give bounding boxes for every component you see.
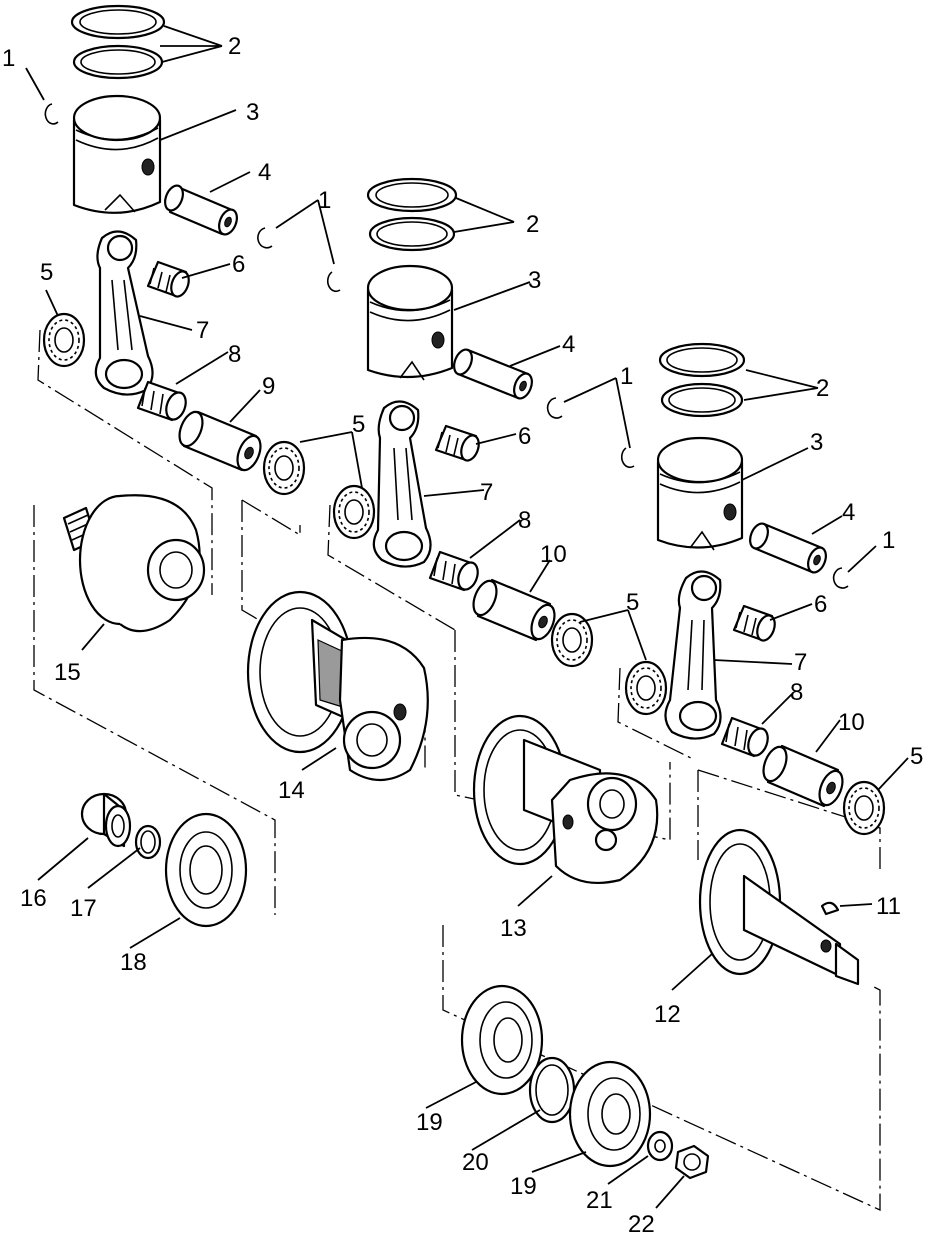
crank-pin-10-2 <box>762 744 844 808</box>
callout-label: 10 <box>540 541 567 568</box>
needle-bearing-8-3 <box>720 716 769 758</box>
callout-label: 2 <box>526 211 539 238</box>
circlip-2b <box>546 397 563 419</box>
callout-label: 20 <box>462 1149 489 1176</box>
assembly-centerlines <box>33 329 881 1212</box>
needle-bearing-8-1 <box>136 380 187 422</box>
thrust-washer-5-5 <box>624 660 668 716</box>
callout-label: 18 <box>120 949 147 976</box>
leader-lines <box>25 25 909 1209</box>
callout-label: 8 <box>228 341 241 368</box>
callout-label: 1 <box>882 527 895 554</box>
piston-pin-2 <box>453 348 533 400</box>
connecting-rod-2 <box>372 400 432 568</box>
woodruff-key-11 <box>820 901 840 916</box>
piston-3 <box>656 460 744 549</box>
piston-1 <box>72 118 162 214</box>
circlip-2a <box>327 271 341 293</box>
callout-label: 6 <box>814 591 827 618</box>
thrust-washer-5-3 <box>332 484 376 540</box>
bushing-16 <box>80 792 132 848</box>
ball-bearing-19-1 <box>460 984 544 1096</box>
piston-assembly-2 <box>327 177 594 668</box>
callout-label: 16 <box>20 885 47 912</box>
crank-pin-10-1 <box>472 578 556 642</box>
crank-pin-9 <box>178 410 262 472</box>
circlip-1b <box>257 227 273 249</box>
callout-label: 19 <box>416 1109 443 1136</box>
callout-label: 17 <box>70 895 97 922</box>
callout-label: 6 <box>518 423 531 450</box>
callout-label: 10 <box>838 709 865 736</box>
piston-assembly-1 <box>42 4 306 496</box>
piston-ring-2b <box>368 216 456 252</box>
callout-label: 1 <box>2 45 15 72</box>
snap-ring-17 <box>134 824 162 860</box>
needle-bearing-8-2 <box>428 550 479 592</box>
callout-label: 9 <box>262 373 275 400</box>
callout-label: 19 <box>510 1173 537 1200</box>
piston-ring-3a <box>658 342 746 378</box>
circlip-3b <box>832 567 849 589</box>
piston-assembly-3 <box>621 342 886 836</box>
callout-label: 22 <box>628 1211 655 1238</box>
callout-label: 15 <box>54 659 81 686</box>
callout-label: 7 <box>480 479 493 506</box>
callout-label: 3 <box>246 99 259 126</box>
callout-label: 2 <box>228 33 241 60</box>
callout-label: 12 <box>654 1001 681 1028</box>
callout-label: 5 <box>352 411 365 438</box>
thrust-washer-5-1 <box>42 312 86 368</box>
ball-bearing-19-2 <box>568 1060 652 1168</box>
callout-label: 5 <box>910 743 923 770</box>
thrust-washer-5-2 <box>262 440 306 496</box>
callout-label: 8 <box>790 679 803 706</box>
needle-bearing-6-1 <box>146 260 190 298</box>
callout-label: 4 <box>562 331 575 358</box>
callout-label: 11 <box>876 893 901 920</box>
callout-label: 7 <box>196 317 209 344</box>
piston-pin-3 <box>749 522 827 574</box>
callout-label: 5 <box>626 589 639 616</box>
thrust-washer-5-4 <box>550 612 594 668</box>
callout-labels: 1 2 3 4 5 6 7 8 9 1 2 3 4 5 6 7 8 10 1 2… <box>2 33 923 1238</box>
callout-label: 5 <box>40 259 53 286</box>
callout-label: 14 <box>278 777 305 804</box>
circlip-3a <box>621 447 635 469</box>
nut-22 <box>674 1144 710 1180</box>
circlip-1a <box>44 103 59 125</box>
piston-ring-3b <box>660 382 744 418</box>
callout-label: 4 <box>842 499 855 526</box>
connecting-rod-3 <box>664 570 722 740</box>
crankshaft-web-13 <box>472 714 659 884</box>
piston-ring-2a <box>366 177 458 213</box>
needle-bearing-6-2 <box>434 424 480 462</box>
callout-label: 1 <box>318 187 331 214</box>
piston-2 <box>366 288 454 379</box>
washer-21 <box>646 1130 674 1162</box>
crankshaft-end-15 <box>62 494 206 633</box>
callout-label: 4 <box>258 159 271 186</box>
piston-ring-1a <box>70 4 166 40</box>
crankshaft-web-14 <box>246 590 429 781</box>
callout-label: 2 <box>816 375 829 402</box>
callout-label: 3 <box>810 429 823 456</box>
crankshaft-end-12 <box>698 828 860 986</box>
callout-label: 3 <box>528 267 541 294</box>
thrust-washer-5-6 <box>842 780 886 836</box>
needle-bearing-6-3 <box>732 604 776 642</box>
callout-label: 8 <box>518 507 531 534</box>
callout-label: 7 <box>794 649 807 676</box>
callout-label: 1 <box>620 363 633 390</box>
callout-label: 6 <box>232 251 245 278</box>
callout-label: 13 <box>500 915 527 942</box>
callout-label: 21 <box>586 1187 613 1214</box>
ball-bearing-18 <box>164 812 248 928</box>
